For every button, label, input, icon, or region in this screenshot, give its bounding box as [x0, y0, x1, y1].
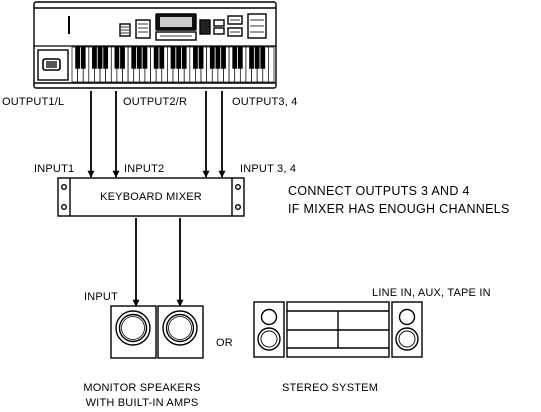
black-key	[193, 46, 198, 69]
black-key	[75, 46, 81, 69]
black-key	[103, 46, 109, 69]
black-key	[249, 46, 254, 69]
stereo-caption: STEREO SYSTEM	[281, 382, 379, 394]
black-key	[209, 46, 215, 69]
monitor-caption-line-1: MONITOR SPEAKERS	[83, 382, 201, 394]
black-key	[131, 46, 137, 69]
black-key	[215, 46, 221, 69]
black-key	[170, 46, 176, 69]
output3-4-label: OUTPUT3, 4	[232, 96, 298, 108]
black-key	[80, 46, 86, 69]
pitch-wheel-area	[37, 49, 69, 81]
piano-keys	[71, 46, 275, 83]
stereo-input-label: LINE IN, AUX, TAPE IN	[372, 287, 491, 299]
black-key	[120, 46, 125, 69]
input2-label: INPUT2	[124, 163, 165, 175]
black-key	[159, 46, 165, 69]
black-key	[176, 46, 181, 69]
stereo-system	[253, 301, 423, 358]
black-key	[97, 46, 103, 69]
black-key	[136, 46, 142, 69]
black-key	[221, 46, 226, 69]
input1-label: INPUT1	[34, 163, 75, 175]
black-key	[181, 46, 187, 69]
monitor-caption-line-2: WITH BUILT-IN AMPS	[85, 397, 199, 409]
input3-4-label: INPUT 3, 4	[240, 163, 297, 175]
white-key	[268, 46, 275, 83]
black-key	[260, 46, 266, 69]
black-key	[114, 46, 120, 69]
black-key	[142, 46, 148, 69]
black-key	[198, 46, 204, 69]
monitor-speaker-left	[110, 305, 157, 359]
mixer-label: KEYBOARD MIXER	[100, 191, 202, 203]
black-key	[254, 46, 260, 69]
black-key	[153, 46, 159, 69]
monitor-input-label: INPUT	[84, 291, 118, 303]
note-line-1: CONNECT OUTPUTS 3 AND 4	[288, 184, 470, 198]
or-label: OR	[216, 337, 233, 349]
black-key	[237, 46, 243, 69]
output2-label: OUTPUT2/R	[123, 96, 188, 108]
keyboard-mixer	[57, 177, 245, 217]
output1-label: OUTPUT1/L	[2, 96, 65, 108]
keyboard-synthesizer	[33, 1, 277, 89]
monitor-speaker-right	[157, 305, 204, 359]
note-line-2: IF MIXER HAS ENOUGH CHANNELS	[288, 202, 510, 216]
cable-arrows	[87, 91, 226, 307]
black-key	[232, 46, 238, 69]
black-key	[92, 46, 97, 69]
control-panel	[119, 13, 267, 41]
